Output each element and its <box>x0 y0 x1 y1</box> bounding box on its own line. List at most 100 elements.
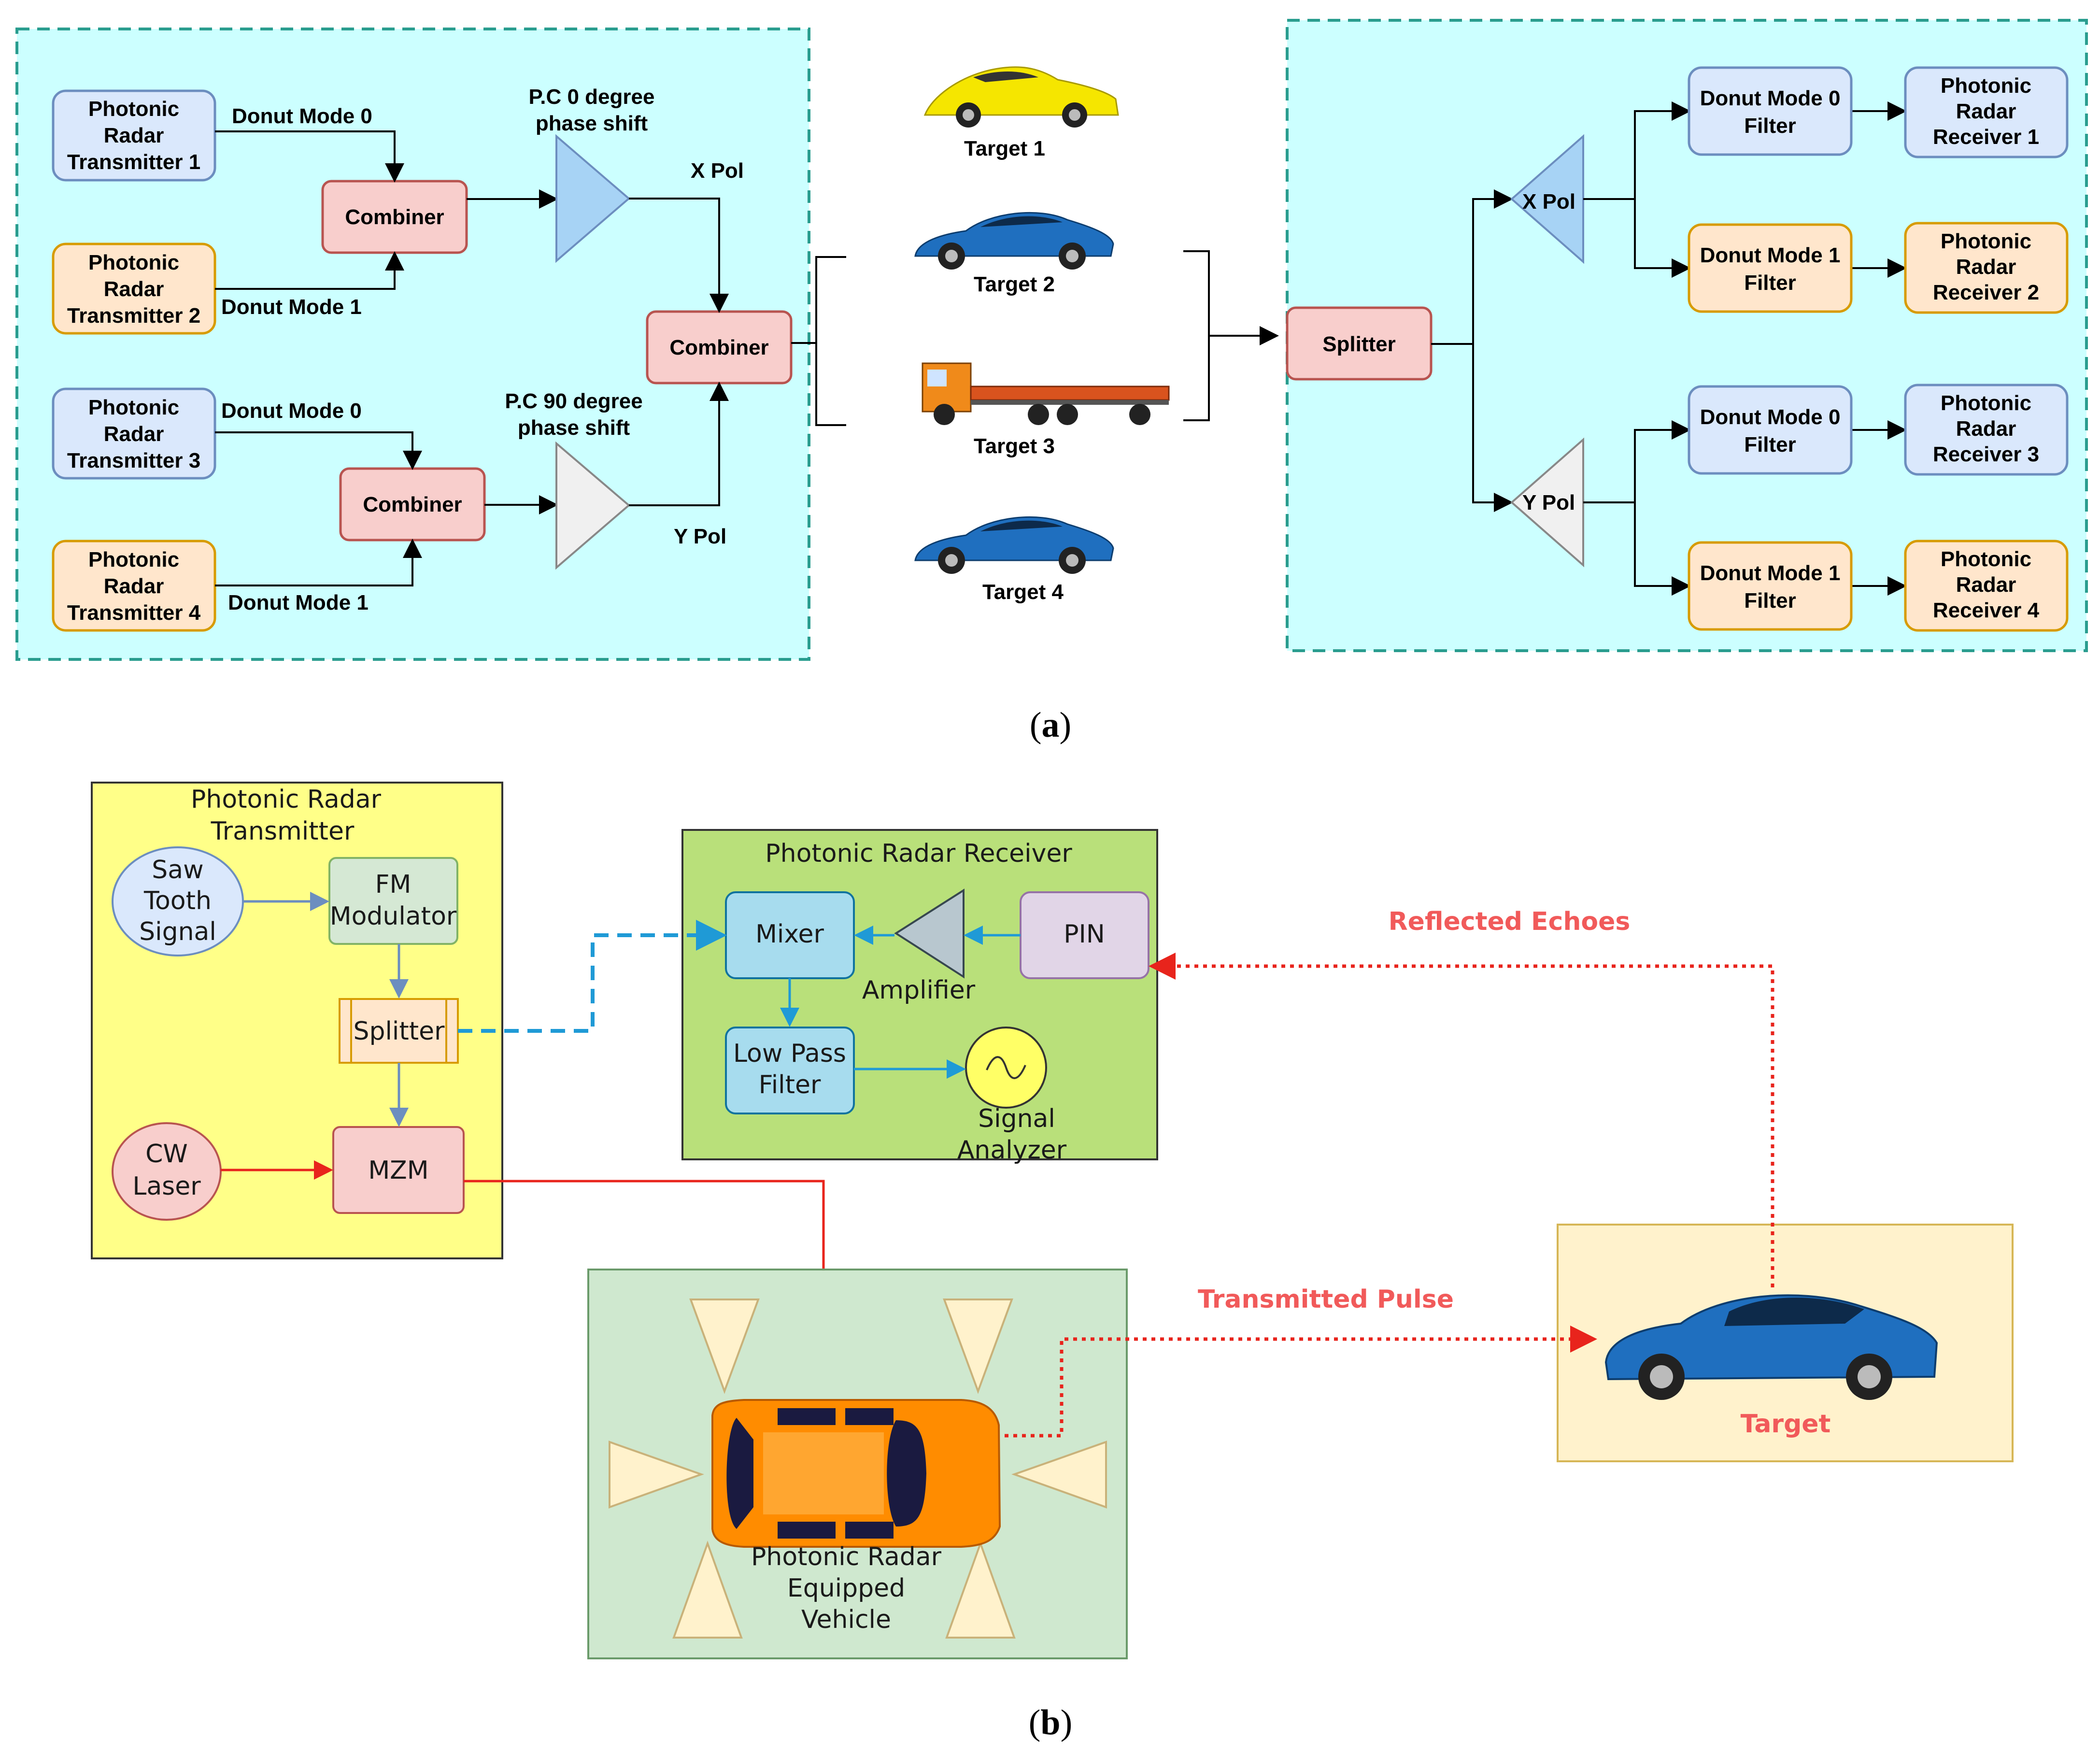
rx-panel <box>681 829 1158 1160</box>
equipped-vehicle-car <box>711 1399 1001 1548</box>
svg-text:Radar: Radar <box>1956 417 2016 441</box>
sawtooth-signal: Saw Tooth Signal <box>112 846 244 956</box>
svg-text:Filter: Filter <box>1744 271 1796 295</box>
svg-text:Combiner: Combiner <box>345 205 444 229</box>
pc0-label-line2: phase shift <box>536 112 648 135</box>
transmitter-3: Photonic Radar Transmitter 3 <box>52 387 216 480</box>
svg-text:Radar: Radar <box>1956 100 2016 123</box>
svg-text:Filter: Filter <box>759 1070 821 1099</box>
svg-text:Receiver 2: Receiver 2 <box>1933 281 2039 304</box>
filter-4: Donut Mode 1 Filter <box>1688 541 1853 631</box>
panel-a: Photonic Radar Transmitter 1 Photonic Ra… <box>15 19 2088 745</box>
svg-text:Laser: Laser <box>132 1172 201 1201</box>
combiner-bottom: Combiner <box>339 467 486 542</box>
target-2-label: Target 2 <box>974 272 1055 296</box>
svg-text:Transmitter 1: Transmitter 1 <box>67 150 200 174</box>
svg-text:Photonic: Photonic <box>88 251 179 274</box>
svg-text:Modulator: Modulator <box>330 902 457 931</box>
svg-text:Combiner: Combiner <box>363 493 462 516</box>
filter-1: Donut Mode 0 Filter <box>1688 66 1853 156</box>
svg-text:Signal: Signal <box>978 1104 1055 1133</box>
svg-text:Receiver 4: Receiver 4 <box>1933 599 2040 622</box>
svg-text:Photonic: Photonic <box>1941 547 2031 571</box>
svg-text:Radar: Radar <box>104 124 164 147</box>
signal-analyzer: Signal Analyzer <box>957 1027 1067 1165</box>
receiver-4: Photonic Radar Receiver 4 <box>1904 540 2069 632</box>
svg-text:Photonic: Photonic <box>1941 391 2031 415</box>
splitter-b: Splitter <box>339 998 459 1064</box>
svg-text:Combiner: Combiner <box>669 336 768 359</box>
svg-text:Radar: Radar <box>1956 573 2016 597</box>
target-1-car <box>923 66 1119 128</box>
vehicle-label-line3: Vehicle <box>801 1605 891 1634</box>
svg-text:Photonic: Photonic <box>88 97 179 121</box>
transmitted-pulse-label: Transmitted Pulse <box>1198 1285 1454 1314</box>
vehicle-label-line2: Equipped <box>787 1574 905 1603</box>
svg-text:Low Pass: Low Pass <box>733 1039 846 1068</box>
svg-text:Radar: Radar <box>1956 255 2016 279</box>
pc0-label-line1: P.C 0 degree <box>529 85 655 109</box>
svg-text:Donut Mode 1: Donut Mode 1 <box>1700 243 1841 267</box>
svg-text:Donut Mode 0: Donut Mode 0 <box>1700 405 1841 429</box>
svg-text:Mixer: Mixer <box>755 920 824 949</box>
svg-text:Receiver 3: Receiver 3 <box>1933 442 2039 466</box>
amplifier-label: Amplifier <box>862 976 976 1005</box>
svg-text:Photonic: Photonic <box>1941 229 2031 253</box>
target-1-label: Target 1 <box>964 137 1045 160</box>
transmitter-4: Photonic Radar Transmitter 4 <box>52 540 216 632</box>
y-pol-label: Y Pol <box>674 525 726 548</box>
svg-text:Signal: Signal <box>139 917 216 946</box>
target-2-car <box>914 212 1114 270</box>
svg-text:Transmitter 4: Transmitter 4 <box>67 601 201 625</box>
receiver-1: Photonic Radar Receiver 1 <box>1904 66 2069 158</box>
pc-90-triangle <box>555 441 631 570</box>
target-3-label: Target 3 <box>974 434 1055 458</box>
mode-label-2: Donut Mode 1 <box>221 295 362 319</box>
reflected-echoes-label: Reflected Echoes <box>1389 907 1631 936</box>
filter-3: Donut Mode 0 Filter <box>1688 385 1853 475</box>
target-car <box>1604 1294 1938 1400</box>
svg-text:Photonic: Photonic <box>1941 74 2031 98</box>
radar-beams <box>609 1298 1107 1639</box>
filter-2: Donut Mode 1 Filter <box>1688 223 1853 313</box>
svg-text:Filter: Filter <box>1744 589 1796 613</box>
svg-text:Photonic: Photonic <box>88 396 179 419</box>
svg-text:Filter: Filter <box>1744 114 1796 138</box>
mixer: Mixer <box>725 891 855 979</box>
cw-laser: CW Laser <box>112 1122 222 1221</box>
svg-text:Radar: Radar <box>104 574 164 598</box>
svg-text:MZM: MZM <box>368 1156 428 1185</box>
fm-modulator: FM Modulator <box>328 857 458 945</box>
svg-text:Photonic: Photonic <box>88 548 179 571</box>
mode-label-3: Donut Mode 0 <box>221 399 362 423</box>
pc90-label-line1: P.C 90 degree <box>505 389 642 413</box>
rx-title: Photonic Radar Receiver <box>765 839 1072 868</box>
svg-text:Transmitter 2: Transmitter 2 <box>67 304 200 328</box>
svg-text:Radar: Radar <box>104 277 164 301</box>
caption-a: (a) <box>1030 705 1071 745</box>
svg-text:Transmitter 3: Transmitter 3 <box>67 449 200 472</box>
tx-title-line2: Transmitter <box>211 817 355 846</box>
combiner-final: Combiner <box>646 310 793 385</box>
svg-text:Splitter: Splitter <box>353 1017 445 1046</box>
transmitter-1: Photonic Radar Transmitter 1 <box>52 89 216 182</box>
transmitted-pulse-path <box>1005 1326 1597 1438</box>
mode-label-1: Donut Mode 0 <box>232 104 372 128</box>
low-pass-filter: Low Pass Filter <box>725 1027 855 1114</box>
x-pol-label: X Pol <box>691 159 744 183</box>
reflected-echo-path <box>1149 953 1774 1287</box>
caption-b: (b) <box>1029 1703 1072 1742</box>
svg-text:Tooth: Tooth <box>143 886 212 915</box>
pc90-label-line2: phase shift <box>518 416 630 440</box>
target-4-car <box>914 516 1114 574</box>
target-label: Target <box>1741 1410 1831 1439</box>
svg-text:FM: FM <box>375 870 411 899</box>
receiver-2: Photonic Radar Receiver 2 <box>1904 222 2069 314</box>
svg-text:Analyzer: Analyzer <box>957 1136 1067 1165</box>
y-pol-right-label: Y Pol <box>1522 491 1575 514</box>
transmitter-2: Photonic Radar Transmitter 2 <box>52 243 216 335</box>
panel-b: Photonic Radar Transmitter Saw Tooth Sig… <box>91 782 2014 1742</box>
pin-detector: PIN <box>1020 891 1149 979</box>
svg-text:Donut Mode 1: Donut Mode 1 <box>1700 561 1841 585</box>
